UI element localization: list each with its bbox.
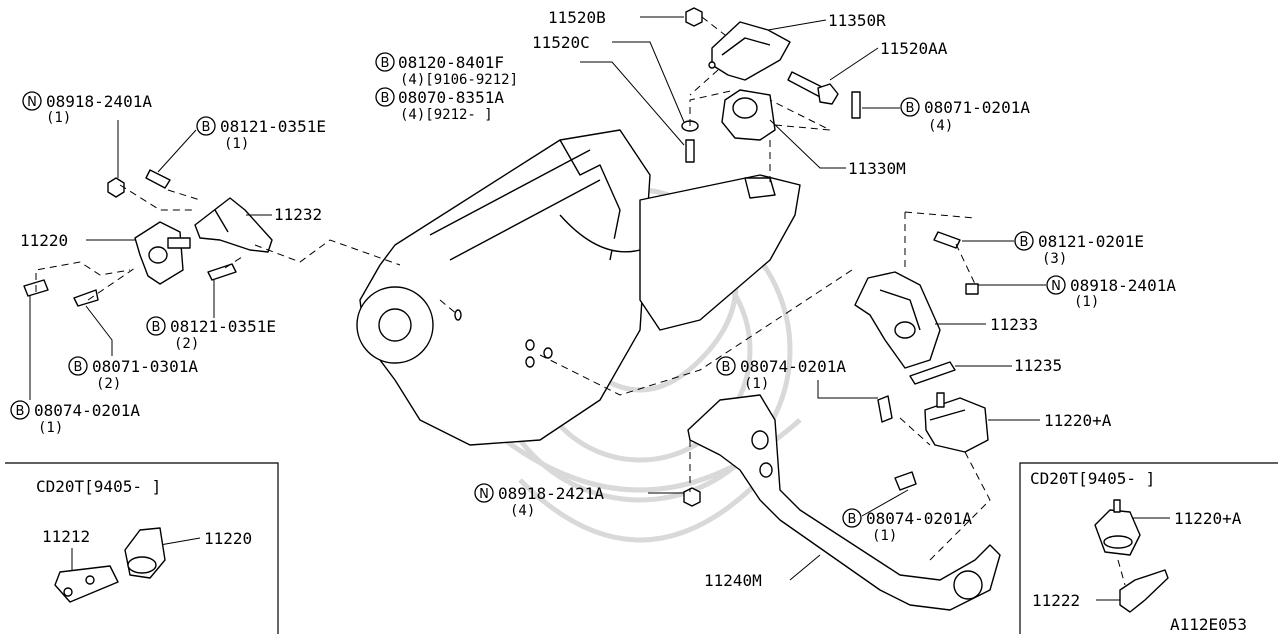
- callout-08121-0351E-bottom: 08121-0351E: [170, 317, 276, 336]
- callout-08918-2401A-left: 08918-2401A: [46, 92, 152, 111]
- rear-mount-insulator: [877, 392, 989, 491]
- callout-11520C: 11520C: [532, 33, 590, 52]
- right-mount-bracket-11233: [854, 271, 941, 369]
- bolt-symbol: B: [722, 360, 731, 375]
- nut-symbol: N: [1051, 279, 1061, 294]
- inset-right-part-11220A: 11220+A: [1174, 509, 1242, 528]
- callout-08918-2401A-left-qty: (1): [46, 110, 71, 126]
- callout-08120-qty: (4)[9106-9212]: [400, 72, 518, 88]
- left-mount-insulator-11220: [134, 221, 191, 285]
- inset-left-cd20t: CD20T[9405- ] 11212 11220: [5, 462, 279, 634]
- callout-11240M: 11240M: [704, 571, 762, 590]
- bolt-symbol: B: [74, 360, 83, 375]
- inset-left-title: CD20T[9405- ]: [36, 477, 161, 496]
- callout-11220-plus-A: 11220+A: [1044, 411, 1112, 430]
- callout-08918-2421A: 08918-2421A: [498, 484, 604, 503]
- drawing-id: A112E053: [1170, 615, 1247, 634]
- inset-right-part-11222: 11222: [1032, 591, 1080, 610]
- bolt-symbol: B: [381, 56, 390, 71]
- right-stopper-11235: [909, 361, 956, 385]
- callout-08074-0201A-mid: 08074-0201A: [740, 357, 846, 376]
- callout-08918-2401A-right: 08918-2401A: [1070, 276, 1176, 295]
- bolt-symbol: B: [202, 120, 211, 135]
- inset-left-part-11220: 11220: [204, 529, 252, 548]
- callout-08074-0201A-mid-qty: (1): [744, 376, 769, 392]
- callout-08918-2421A-qty: (4): [510, 503, 535, 519]
- callout-labels: 11520B 11350R 11520C 11520AA B 08120-840…: [10, 8, 1176, 590]
- callout-08070-qty: (4)[9212- ]: [400, 107, 493, 123]
- callout-08121-0351E-top-qty: (1): [224, 136, 249, 152]
- callout-08121-0201E: 08121-0201E: [1038, 232, 1144, 251]
- upper-mount-bracket: [708, 21, 791, 81]
- callout-08120-8401F: 08120-8401F: [398, 53, 504, 72]
- callout-08074-0201A-low-qty: (1): [872, 528, 897, 544]
- callout-08121-0201E-qty: (3): [1042, 251, 1067, 267]
- inset-left-part-11212: 11212: [42, 527, 90, 546]
- rear-crossmember-11240M: [683, 394, 1001, 611]
- callout-08074-0201A-left: 08074-0201A: [34, 401, 140, 420]
- callout-08074-0201A-low: 08074-0201A: [866, 509, 972, 528]
- bolt-symbol: B: [1020, 235, 1029, 250]
- bolt-symbol: B: [848, 512, 857, 527]
- bolt-symbol: B: [906, 101, 915, 116]
- callout-11220: 11220: [20, 231, 68, 250]
- callout-11232: 11232: [274, 205, 322, 224]
- inset-right-cd20t: CD20T[9405- ] 11220+A 11222: [1019, 462, 1278, 634]
- callout-08071-0301A-qty: (2): [96, 376, 121, 392]
- callout-08071-0201A-qty: (4): [928, 118, 953, 134]
- assembly-dashed-lines: [35, 16, 991, 561]
- nut-symbol: N: [479, 487, 489, 502]
- callout-11350R: 11350R: [828, 11, 886, 30]
- bolt-symbol: B: [16, 404, 25, 419]
- callout-11330M: 11330M: [848, 159, 906, 178]
- left-mount-bracket-11232: [194, 197, 273, 253]
- callout-08121-0351E-bottom-qty: (2): [174, 336, 199, 352]
- bolt-symbol: B: [152, 320, 161, 335]
- callout-11520B: 11520B: [548, 8, 606, 27]
- callout-08121-0351E-top: 08121-0351E: [220, 117, 326, 136]
- callout-08070-8351A: 08070-8351A: [398, 88, 504, 107]
- callout-08074-0201A-left-qty: (1): [38, 420, 63, 436]
- callout-08071-0201A: 08071-0201A: [924, 98, 1030, 117]
- bolt-symbol: B: [381, 91, 390, 106]
- callout-08918-2401A-right-qty: (1): [1074, 294, 1099, 310]
- engine-transmission-assembly: [356, 129, 801, 446]
- small-hardware-top: [681, 7, 861, 163]
- callout-11520AA: 11520AA: [880, 39, 948, 58]
- nut-symbol: N: [27, 95, 37, 110]
- upper-insulator: [721, 89, 776, 141]
- callout-11235: 11235: [1014, 356, 1062, 375]
- leader-lines: [29, 16, 1046, 581]
- callout-11233: 11233: [990, 315, 1038, 334]
- right-hardware: [933, 231, 979, 295]
- inset-right-title: CD20T[9405- ]: [1030, 469, 1155, 488]
- callout-08071-0301A: 08071-0301A: [92, 357, 198, 376]
